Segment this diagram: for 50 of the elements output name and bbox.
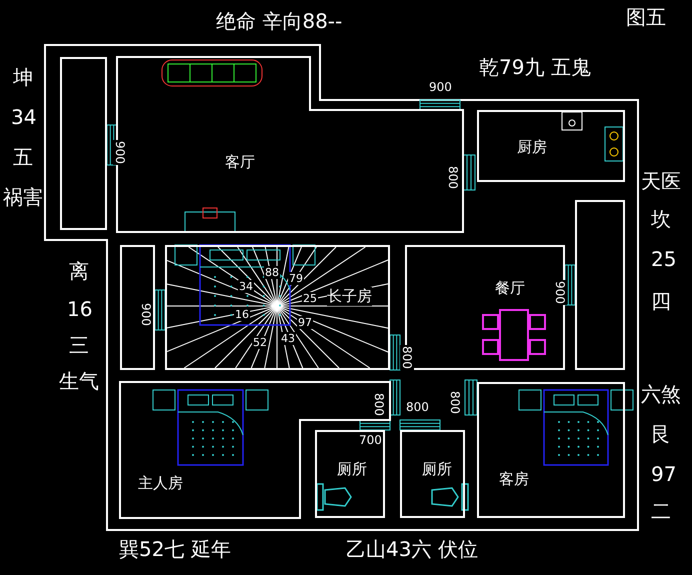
dimension-text: 800 (405, 400, 430, 414)
room-name: 客房 (499, 470, 529, 489)
room-name: 客厅 (225, 153, 255, 172)
direction-note: 五 (12, 146, 34, 168)
direction-note: 六煞 (640, 383, 682, 405)
degree-number: 52 (252, 336, 268, 349)
dimension-text: 900 (139, 302, 153, 327)
room-outline (117, 57, 463, 232)
dimension-text: 900 (428, 80, 453, 94)
room-outline (477, 382, 625, 518)
room-outline (477, 110, 625, 182)
room-outline (60, 57, 107, 230)
direction-note: 巽52七 延年 (118, 538, 232, 560)
direction-note: 坎 (650, 208, 672, 230)
room-name: 主人房 (138, 474, 183, 493)
direction-note: 图五 (625, 6, 667, 28)
direction-note: 乾79九 五鬼 (478, 56, 592, 78)
direction-note: 祸害 (2, 186, 44, 208)
direction-note: 生气 (58, 370, 100, 392)
direction-note: 三 (68, 334, 90, 356)
dimension-text: 900 (553, 280, 567, 305)
room-name: 厕所 (337, 460, 367, 479)
room-name: 厕所 (422, 460, 452, 479)
room-outline (575, 200, 625, 370)
direction-note: 绝命 辛向88-- (215, 10, 344, 32)
dimension-text: 800 (446, 165, 460, 190)
dimension-text: 900 (113, 140, 127, 165)
direction-note: 艮 (650, 423, 672, 445)
direction-note: 乙山43六 伏位 (345, 538, 479, 560)
degree-number: 34 (238, 280, 254, 293)
direction-note: 坤 (12, 66, 34, 88)
dimension-text: 800 (400, 345, 414, 370)
room-name: 餐厅 (495, 279, 525, 298)
degree-number: 79 (288, 272, 304, 285)
room-name: 长子房 (327, 287, 372, 306)
dimension-text: 800 (448, 390, 462, 415)
room-outline (400, 430, 465, 518)
degree-number: 97 (297, 316, 313, 329)
room-outline (120, 245, 155, 370)
direction-note: 天医 (640, 170, 682, 192)
degree-number: 88 (264, 266, 280, 279)
degree-number: 25 (302, 292, 318, 305)
direction-note: 离 (68, 260, 90, 282)
dimension-text: 700 (358, 433, 383, 447)
dimension-text: 800 (372, 392, 386, 417)
room-outline (120, 382, 390, 518)
degree-number: 43 (280, 332, 296, 345)
room-name: 厨房 (517, 138, 547, 157)
degree-number: 16 (234, 308, 250, 321)
direction-note: 四 (650, 290, 672, 312)
